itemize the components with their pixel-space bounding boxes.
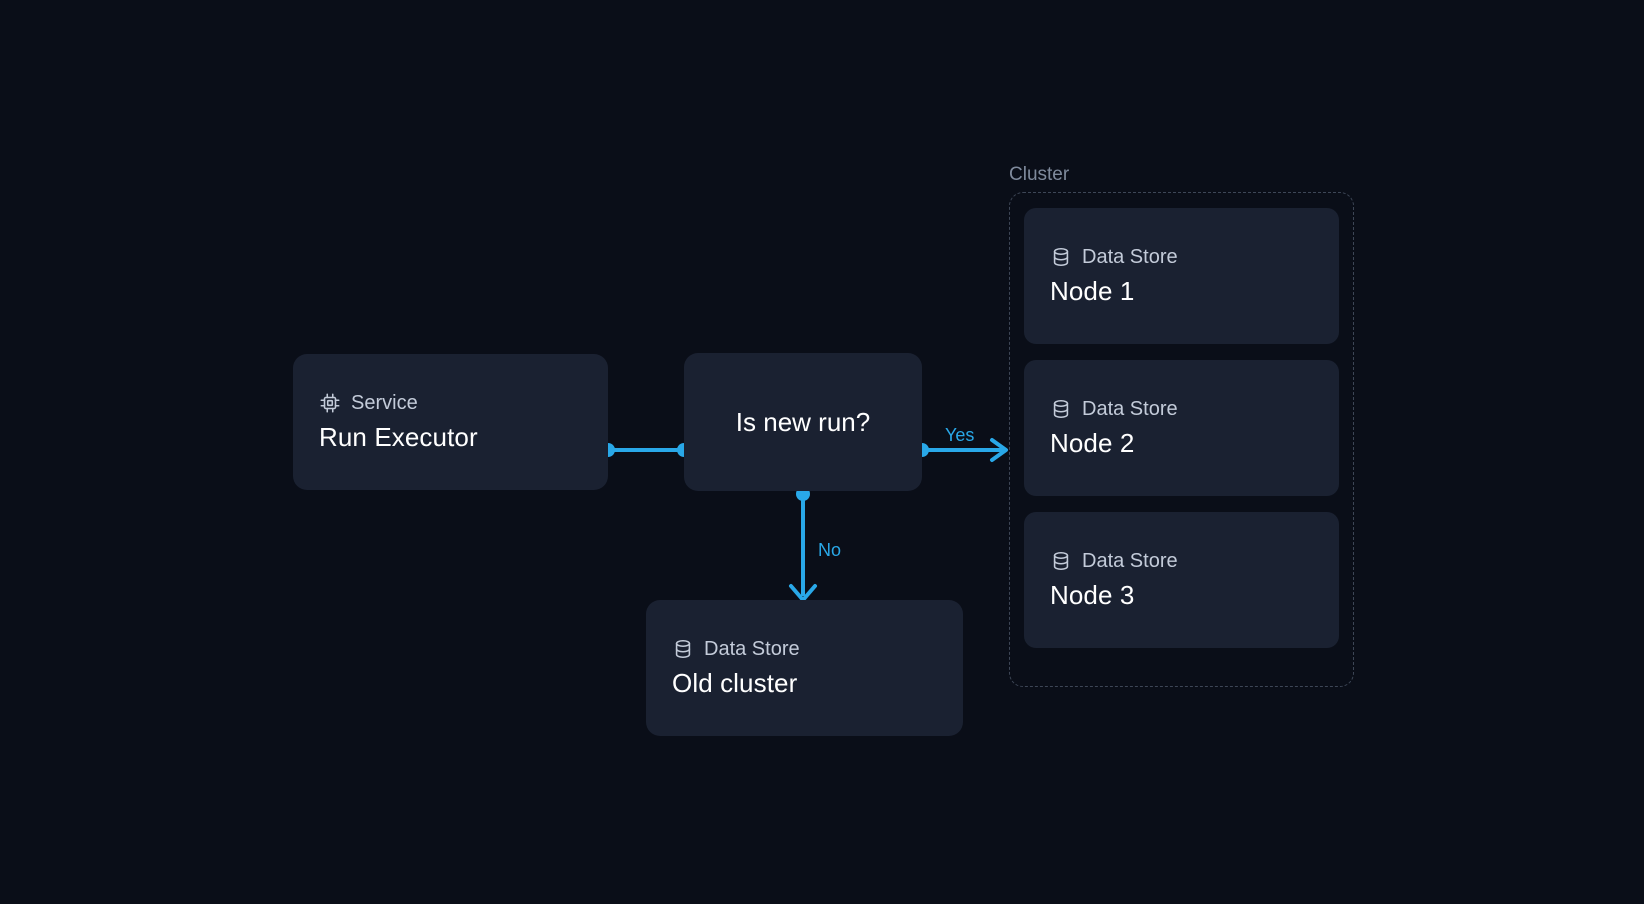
arrowhead-yes-icon <box>990 438 1008 462</box>
node-title: Node 2 <box>1050 427 1135 458</box>
cpu-icon <box>319 392 341 414</box>
node-cluster-node-1[interactable]: Data Store Node 1 <box>1024 208 1339 344</box>
node-decision-is-new-run[interactable]: Is new run? <box>684 353 922 491</box>
decision-label: Is new run? <box>735 406 871 437</box>
cluster-group-container <box>1009 192 1354 687</box>
arrowhead-no-icon <box>789 584 817 602</box>
database-icon <box>672 638 694 660</box>
edge-label-no: No <box>818 540 841 560</box>
node-title: Run Executor <box>319 421 478 452</box>
node-type-label: Data Store <box>1082 397 1178 420</box>
node-title: Node 1 <box>1050 275 1135 306</box>
node-type-row: Data Store <box>1050 398 1313 420</box>
node-type-row: Data Store <box>1050 550 1313 572</box>
node-type-label: Data Store <box>1082 549 1178 572</box>
node-type-row: Data Store <box>1050 246 1313 268</box>
cluster-group-label: Cluster <box>1009 164 1070 185</box>
node-type-label: Service <box>351 391 418 414</box>
node-title: Node 3 <box>1050 579 1135 610</box>
node-cluster-node-3[interactable]: Data Store Node 3 <box>1024 512 1339 648</box>
node-type-label: Data Store <box>1082 245 1178 268</box>
edge-label-yes: Yes <box>945 425 974 445</box>
node-old-cluster[interactable]: Data Store Old cluster <box>646 600 963 736</box>
database-icon <box>1050 550 1072 572</box>
database-icon <box>1050 246 1072 268</box>
node-cluster-node-2[interactable]: Data Store Node 2 <box>1024 360 1339 496</box>
node-type-row: Service <box>319 392 582 414</box>
node-type-row: Data Store <box>672 638 937 660</box>
node-run-executor[interactable]: Service Run Executor <box>293 354 608 490</box>
database-icon <box>1050 398 1072 420</box>
node-type-label: Data Store <box>704 637 800 660</box>
node-title: Old cluster <box>672 667 798 698</box>
